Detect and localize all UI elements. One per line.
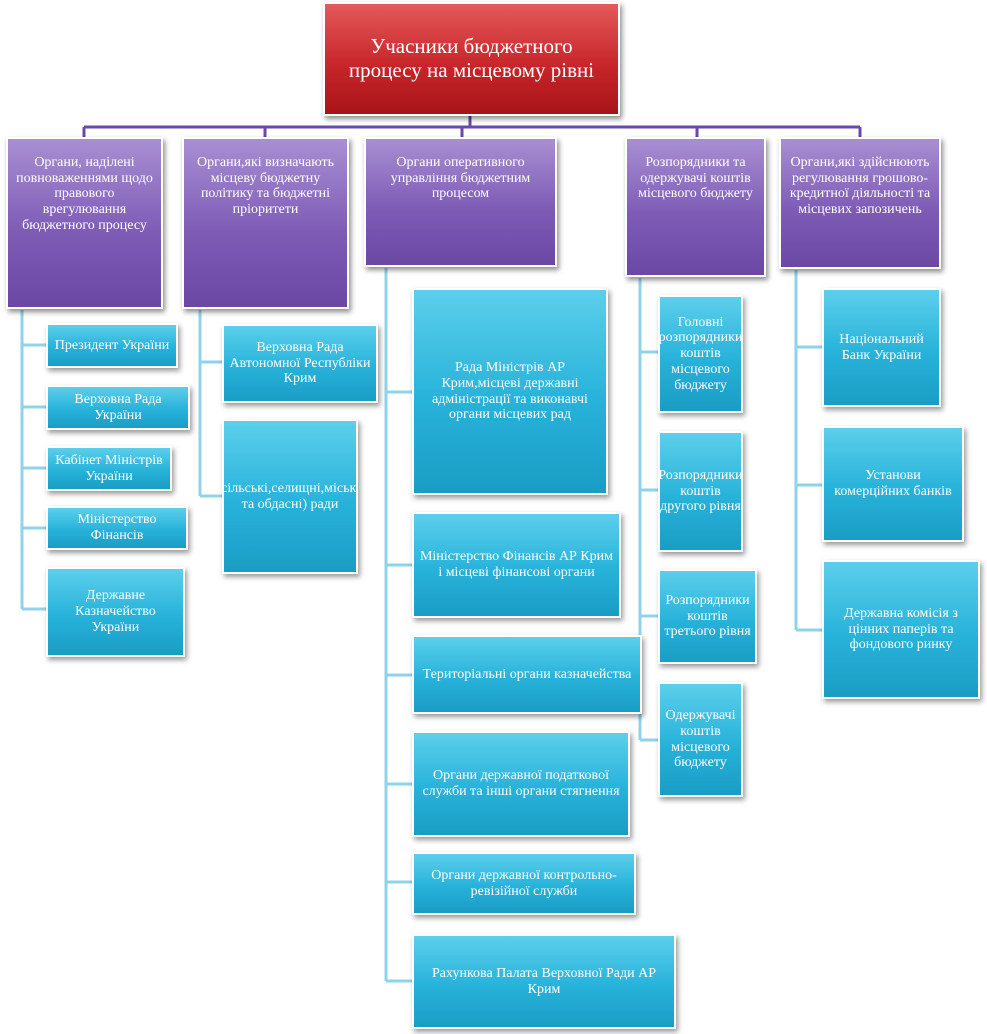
category-budget-policy: Органи,які визначають місцеву бюджетну п…: [182, 137, 349, 309]
leaf-label: Кабінет Міністрів України: [55, 452, 163, 484]
category-monetary-regulation: Органи,які здійснюють регулювання грошов…: [779, 137, 941, 269]
leaf-second-level-managers: Розпорядники коштів другого рівня: [658, 431, 743, 552]
leaf-audit-service: Органи державної контрольно-ревізійної с…: [412, 852, 636, 915]
leaf-label: Міністерство Фінансів: [77, 512, 157, 543]
leaf-label: Національний Банк України: [839, 331, 924, 363]
category-label: Розпорядники та одержувачі коштів місцев…: [638, 155, 753, 202]
leaf-president: Президент України: [46, 323, 178, 368]
leaf-label: Одержувачі коштів місцевого бюджету: [665, 708, 736, 771]
leaf-label: Головні розпорядники коштів місцевого бю…: [658, 314, 743, 393]
leaf-accounting-chamber: Рахункова Палата Верховної Ради АР Крим: [412, 934, 676, 1029]
leaf-local-councils: Місцеві(сільські,селищні,міські,районні …: [222, 419, 358, 574]
leaf-label: Верховна Рада України: [74, 391, 162, 423]
category-label: Органи,які здійснюють регулювання грошов…: [789, 155, 931, 218]
leaf-label: Міністерство Фінансів АР Крим і місцеві …: [419, 549, 614, 580]
leaf-cabinet-of-ministers: Кабінет Міністрів України: [46, 446, 172, 491]
leaf-tax-service: Органи державної податкової служби та ін…: [412, 731, 630, 837]
leaf-verkhovna-rada: Верховна Рада України: [46, 385, 190, 430]
leaf-national-bank: Національний Банк України: [822, 288, 941, 407]
leaf-ministry-of-finance: Міністерство Фінансів: [46, 506, 188, 550]
root-title-box: Учасники бюджетного процесу на місцевому…: [323, 2, 620, 116]
leaf-third-level-managers: Розпорядники коштів третього рівня: [658, 569, 757, 664]
leaf-main-managers: Головні розпорядники коштів місцевого бю…: [658, 295, 743, 413]
leaf-label: Рахункова Палата Верховної Ради АР Крим: [432, 965, 656, 997]
leaf-treasury-territorial: Територіальні органи казначейства: [412, 635, 642, 714]
leaf-label: Президент України: [54, 337, 170, 353]
root-title: Учасники бюджетного процесу на місцевому…: [348, 34, 595, 82]
leaf-label: Розпорядники коштів другого рівня: [658, 467, 743, 515]
category-label: Органи оперативного управління бюджетним…: [390, 155, 531, 202]
category-label: Органи, наділені повноваженнями щодо пра…: [16, 155, 153, 233]
leaf-council-of-ministers-crimea: Рада Міністрів АР Крим,місцеві державні …: [412, 288, 608, 495]
leaf-label: Державне Казначейство України: [75, 588, 156, 635]
leaf-securities-commission: Державна комісія з цінних паперів та фон…: [822, 560, 980, 699]
leaf-commercial-banks: Установи комерційних банків: [822, 426, 964, 542]
leaf-label: Розпорядники коштів третього рівня: [664, 592, 751, 640]
leaf-ministry-finance-crimea: Міністерство Фінансів АР Крим і місцеві …: [412, 512, 621, 618]
category-legal-regulation: Органи, наділені повноваженнями щодо пра…: [6, 137, 163, 309]
leaf-budget-recipients: Одержувачі коштів місцевого бюджету: [658, 682, 743, 797]
category-operational-management: Органи оперативного управління бюджетним…: [364, 137, 557, 267]
leaf-state-treasury: Державне Казначейство України: [46, 567, 185, 657]
category-budget-managers: Розпорядники та одержувачі коштів місцев…: [625, 137, 766, 277]
category-label: Органи,які визначають місцеву бюджетну п…: [197, 155, 334, 218]
leaf-label: Державна комісія з цінних паперів та фон…: [844, 605, 958, 653]
leaf-label: Місцеві(сільські,селищні,міські,районні …: [224, 480, 357, 512]
leaf-label: Установи комерційних банків: [834, 468, 952, 499]
leaf-label: Органи державної контрольно-ревізійної с…: [431, 867, 617, 899]
leaf-label: Верховна Рада Автономної Республіки Крим: [229, 339, 371, 387]
leaf-label: Територіальні органи казначейства: [422, 666, 632, 682]
leaf-label: Органи державної податкової служби та ін…: [422, 768, 620, 799]
leaf-label: Рада Міністрів АР Крим,місцеві державні …: [432, 360, 588, 423]
leaf-verkhovna-rada-crimea: Верховна Рада Автономної Республіки Крим: [222, 324, 378, 403]
